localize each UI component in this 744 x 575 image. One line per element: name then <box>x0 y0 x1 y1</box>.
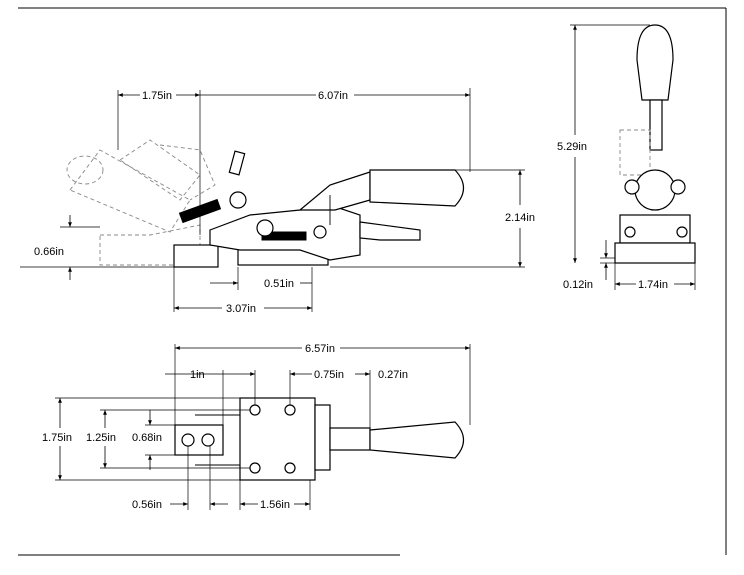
side-nut <box>313 225 327 239</box>
dim-label: 0.75in <box>314 369 344 381</box>
dim-label: 0.12in <box>563 279 593 291</box>
dim-base-length: 3.07in <box>173 267 313 315</box>
dim-label: 2.14in <box>505 212 535 224</box>
dim-label: 1in <box>190 369 205 381</box>
top-mount-hole <box>249 404 261 416</box>
end-nut-right <box>670 179 686 195</box>
side-base-block <box>173 244 219 268</box>
side-handle-grip <box>369 169 465 207</box>
dim-label: 3.07in <box>226 303 256 315</box>
dim-overall-length: 6.07in <box>200 88 471 172</box>
dim-label: 0.27in <box>378 369 408 381</box>
dim-label: 5.29in <box>557 141 587 153</box>
dim-height: 2.14in <box>330 169 535 268</box>
end-nut-left <box>624 179 640 195</box>
top-handle-grip <box>369 421 465 459</box>
dim-label: 0.66in <box>34 246 64 258</box>
dim-label: 0.68in <box>132 432 162 444</box>
top-arms <box>195 414 240 466</box>
top-front-hole-right <box>201 433 215 447</box>
top-mount-hole <box>284 462 296 474</box>
dim-base-offset: 0.51in <box>210 267 312 290</box>
dim-top-overall-length: 6.57in <box>174 343 471 425</box>
end-phantom <box>619 129 651 176</box>
end-pivot-hub <box>634 169 676 211</box>
dim-label: 0.51in <box>264 278 294 290</box>
dim-label: 1.75in <box>142 90 172 102</box>
end-view: 5.29in 0.12in 1.74in <box>557 24 696 291</box>
top-mount-hole <box>249 462 261 474</box>
top-body <box>314 404 331 471</box>
dim-handle-travel: 1.75in <box>117 90 201 235</box>
end-base <box>614 242 696 264</box>
dim-top-base-length: 1.56in <box>239 480 311 511</box>
side-pivot <box>256 219 274 237</box>
dim-top-1in: 1in <box>165 369 256 425</box>
dim-label: 0.56in <box>132 499 162 511</box>
top-front-hole-left <box>181 433 195 447</box>
dim-top-inner-width: 0.68in <box>132 410 175 470</box>
side-view: 1.75in 6.07in 2.14in 0.66in <box>20 88 535 315</box>
dim-label: 6.07in <box>318 90 348 102</box>
dim-label: 1.25in <box>86 432 116 444</box>
dim-base-height: 0.12in <box>563 240 615 291</box>
end-handle <box>636 24 674 101</box>
dim-label: 1.74in <box>638 279 668 291</box>
dim-label: 1.56in <box>260 499 290 511</box>
dim-label: 1.75in <box>42 432 72 444</box>
spindle-phantom <box>178 150 247 224</box>
top-linkage <box>329 427 371 451</box>
dim-base-thickness: 0.66in <box>20 215 174 280</box>
end-arm <box>649 99 663 151</box>
end-hole-left <box>624 226 636 238</box>
dim-label: 6.57in <box>305 343 335 355</box>
side-handle-arm <box>298 171 371 211</box>
dim-top-front-offset: 0.56in <box>132 446 228 511</box>
top-front-block <box>174 424 224 456</box>
dim-top-overall-width: 1.75in <box>42 397 240 481</box>
top-view: 6.57in 1in 0.75in 0.27in 1.75in <box>42 343 471 511</box>
side-latch-lever <box>359 221 421 241</box>
top-mount-hole <box>284 404 296 416</box>
dim-top-027in: 0.27in <box>355 369 408 428</box>
end-hole-right <box>676 226 688 238</box>
dim-width: 1.74in <box>614 263 696 291</box>
dim-top-hole-spacing: 1.25in <box>86 409 250 469</box>
sheet-border <box>18 7 727 556</box>
dim-top-075in: 0.75in <box>289 369 344 405</box>
